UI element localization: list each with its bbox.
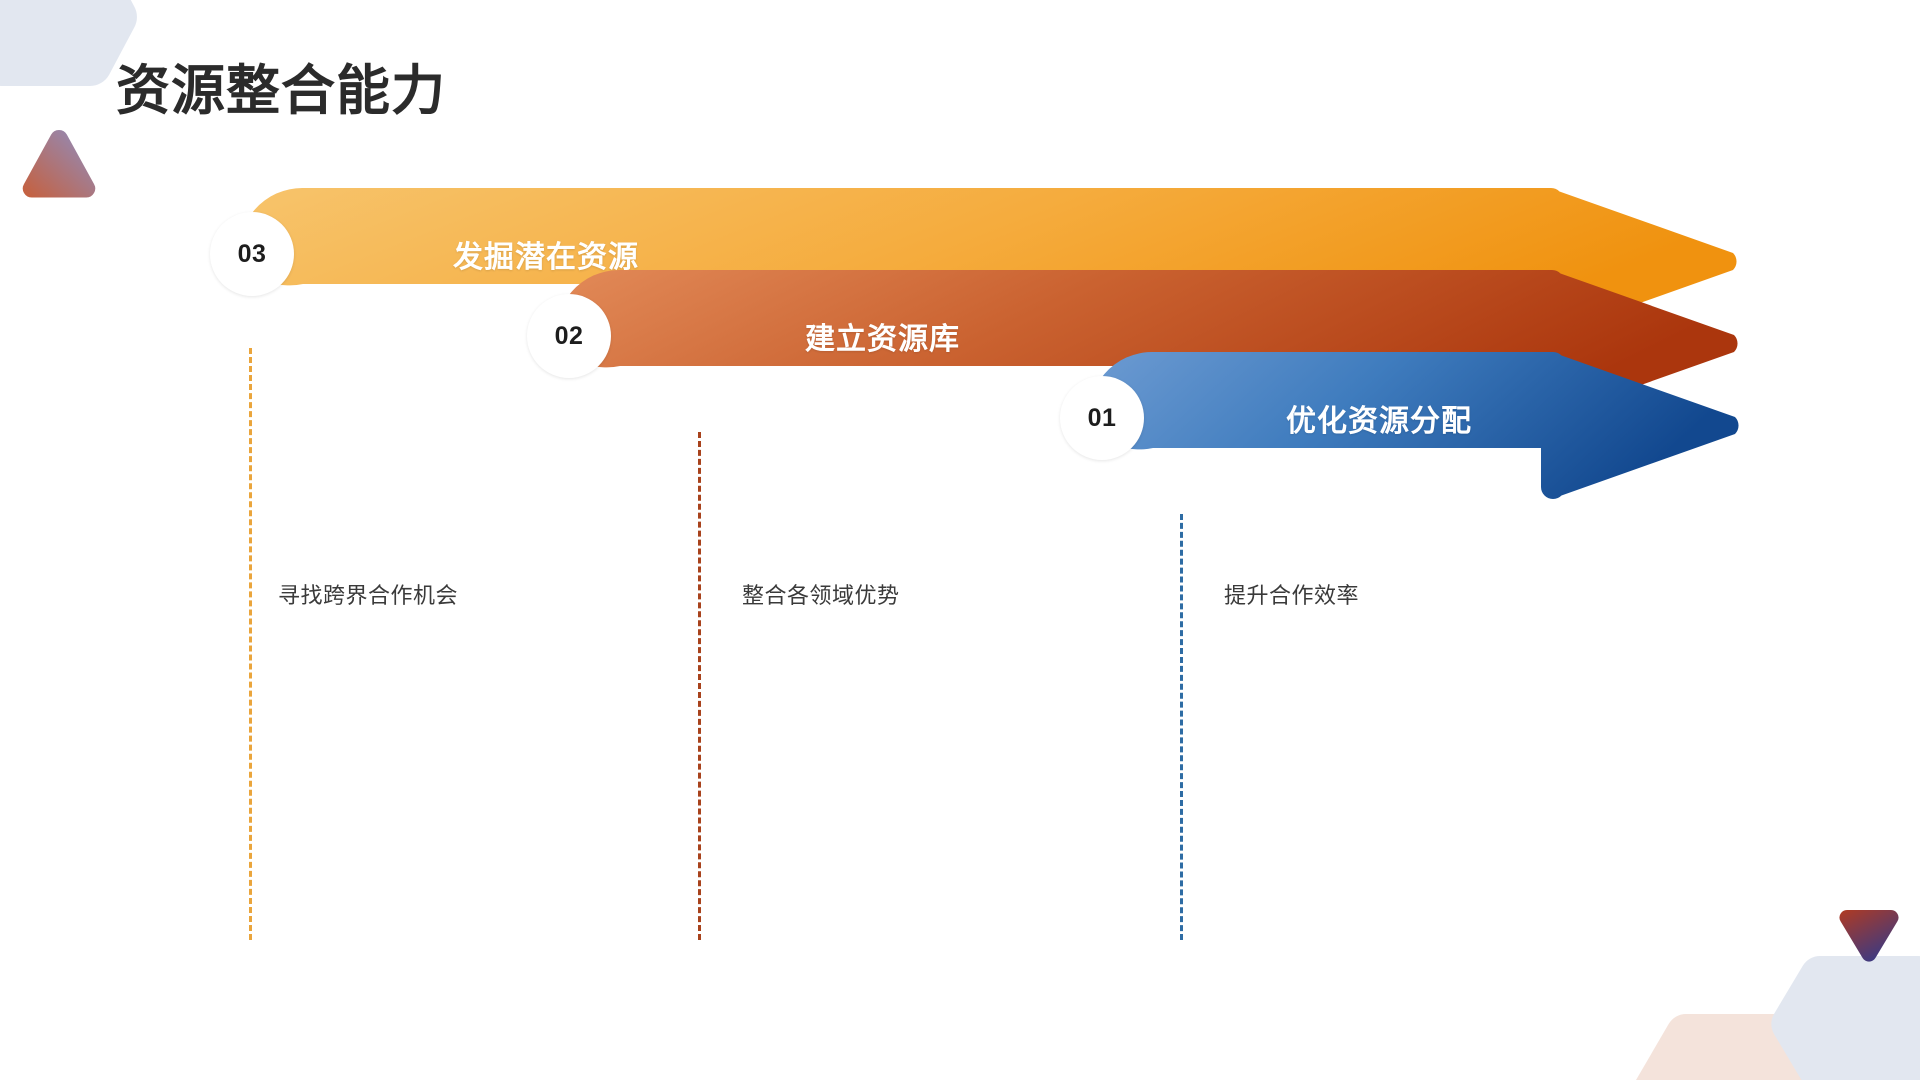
decorative-triangle-bottom-right: [1839, 910, 1899, 962]
connector-line-02: [698, 432, 701, 940]
connector-line-01: [1180, 514, 1183, 940]
step-title-01: 优化资源分配: [1286, 405, 1472, 438]
step-caption-01: 提升合作效率: [1224, 583, 1360, 608]
step-number-badge-01: 01: [1060, 376, 1144, 460]
decorative-hexagon-bottom-right: [1771, 956, 1920, 1080]
decorative-hexagon-bottom-peach: [1636, 1014, 1860, 1080]
decorative-triangle-top-left: [22, 130, 96, 198]
page-title: 资源整合能力: [116, 61, 446, 121]
step-number-02: 02: [554, 321, 584, 350]
step-arrow-02[interactable]: 02 建立资源库: [527, 268, 1747, 418]
step-arrow-03[interactable]: 03 发掘潜在资源: [210, 186, 1746, 336]
step-caption-02: 整合各领域优势: [742, 583, 900, 608]
step-number-badge-02: 02: [527, 294, 611, 378]
step-caption-03: 寻找跨界合作机会: [278, 583, 459, 608]
step-number-badge-03: 03: [210, 212, 294, 296]
step-title-03: 发掘潜在资源: [453, 241, 639, 274]
step-number-01: 01: [1087, 403, 1117, 432]
connector-line-03: [249, 348, 252, 940]
step-number-03: 03: [237, 239, 267, 268]
step-title-02: 建立资源库: [805, 323, 960, 356]
step-arrow-01[interactable]: 01 优化资源分配: [1060, 350, 1748, 500]
